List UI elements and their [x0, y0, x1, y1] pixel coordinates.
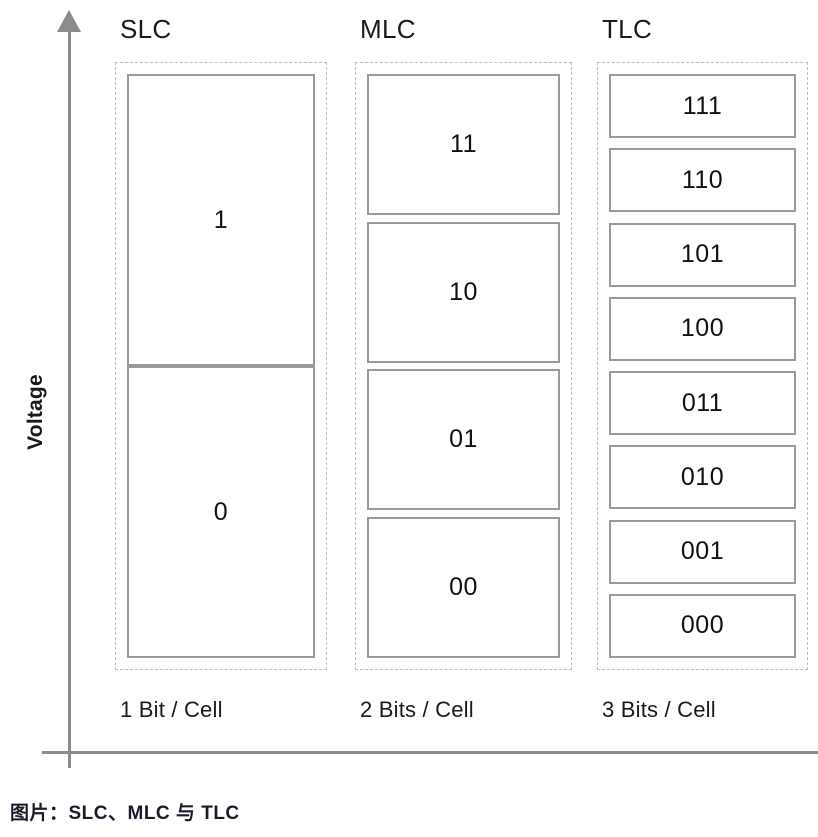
column-footer-tlc: 3 Bits / Cell — [602, 697, 716, 722]
level-cell: 0 — [127, 366, 315, 658]
column-title-mlc: MLC — [360, 14, 416, 44]
level-cell: 00 — [367, 516, 560, 658]
level-cell: 111 — [609, 74, 796, 138]
column-footer-mlc: 2 Bits / Cell — [360, 697, 474, 722]
level-cell: 1 — [127, 74, 315, 366]
level-cell: 101 — [609, 222, 796, 287]
level-group-mlc: 11 10 01 00 — [355, 62, 572, 670]
level-cell: 11 — [367, 74, 560, 215]
arrow-up-icon — [57, 10, 81, 32]
y-axis-line — [68, 28, 71, 768]
level-cell: 01 — [367, 369, 560, 511]
level-cell: 000 — [609, 593, 796, 658]
level-cell: 110 — [609, 148, 796, 213]
y-axis-label: Voltage — [24, 374, 47, 450]
level-cell: 10 — [367, 221, 560, 363]
level-group-tlc: 111 110 101 100 011 010 001 000 — [597, 62, 808, 670]
column-title-tlc: TLC — [602, 14, 653, 44]
level-group-slc: 1 0 — [115, 62, 327, 670]
level-cell: 100 — [609, 296, 796, 361]
level-cell: 010 — [609, 445, 796, 510]
figure-caption: 图片：SLC、MLC 与 TLC — [10, 803, 240, 824]
column-title-slc: SLC — [120, 14, 172, 44]
level-cell: 001 — [609, 519, 796, 584]
column-footer-slc: 1 Bit / Cell — [120, 697, 223, 722]
level-cell: 011 — [609, 371, 796, 436]
x-axis-line — [42, 751, 818, 754]
